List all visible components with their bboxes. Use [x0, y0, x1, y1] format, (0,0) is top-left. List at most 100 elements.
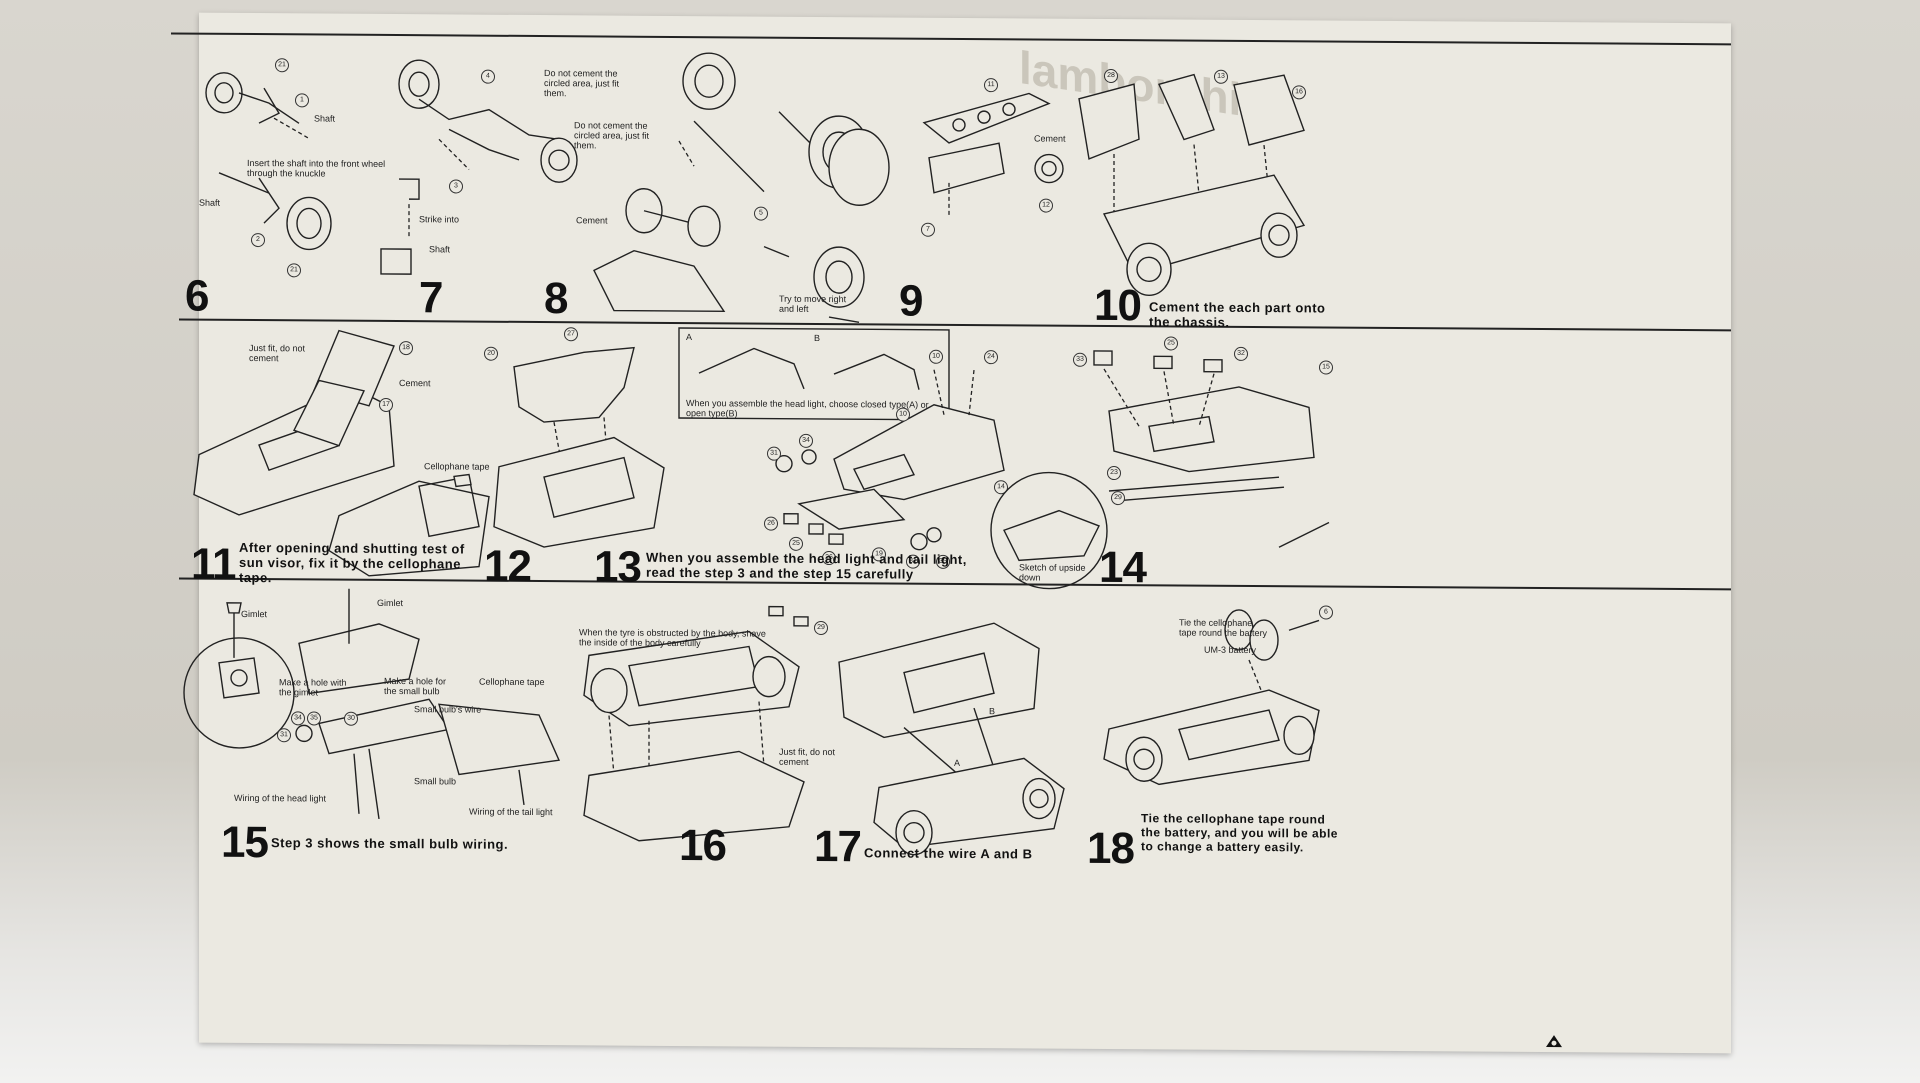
note-try-to-move: Try to move right and left	[779, 293, 847, 314]
step-number: 17	[814, 821, 861, 872]
part-number: 32	[1234, 346, 1248, 361]
part-number: 34	[291, 711, 305, 726]
step-number: 8	[544, 274, 568, 324]
step-6-panel: 21 1 2 21 Shaft Insert the shaft into th…	[179, 38, 389, 321]
note-sketch-upside-down: Sketch of upside down	[1019, 562, 1086, 583]
note-wire-a: A	[954, 757, 961, 768]
note-shaft: Shaft	[314, 113, 336, 124]
step-number: 9	[899, 276, 923, 326]
step-12-panel: 20 27 12	[484, 327, 684, 591]
note-strike-into: Strike into	[419, 214, 460, 225]
step-number: 6	[185, 271, 209, 321]
part-number: 35	[307, 711, 321, 726]
part-number: 7	[921, 222, 935, 237]
note-make-hole-gimlet: Make a hole with the gimlet	[279, 677, 347, 698]
part-number: 20	[484, 346, 498, 361]
part-number: 17	[379, 397, 393, 413]
step-number: 10	[1094, 280, 1141, 331]
step-18-drawing	[1103, 609, 1320, 786]
step-17-drawing	[838, 622, 1065, 856]
step-number: 15	[221, 817, 268, 868]
note-head-light-wiring: Wiring of the head light	[234, 792, 327, 804]
step-10-panel: 28 13 16 10 Cement the each part onto th…	[1074, 44, 1325, 331]
step-number: 11	[191, 539, 236, 589]
part-number: 34	[799, 433, 813, 448]
step-9-panel: Try to move right and left 9	[759, 42, 959, 326]
part-number: 10	[929, 349, 943, 364]
note-shaft: Shaft	[429, 244, 451, 255]
step-number: 14	[1099, 542, 1146, 593]
step-13-panel: A B When you assemble the head light, ch…	[594, 327, 1014, 592]
part-number: 27	[564, 327, 578, 342]
dashboard-drawing	[922, 92, 1064, 218]
step-13-drawing	[678, 327, 1005, 551]
step-8-panel: 5 Do not cement the circled area, just f…	[544, 40, 768, 323]
note-type-b: B	[814, 332, 821, 343]
step-15-panel: Gimlet Gimlet Make a hole with the gimle…	[179, 583, 569, 867]
step-11-drawing	[193, 329, 490, 577]
part-number: 28	[1104, 68, 1118, 84]
step-caption: Connect the wire A and B	[864, 845, 1033, 862]
step-12-drawing	[493, 346, 665, 548]
note-gimlet: Gimlet	[377, 597, 404, 609]
note-cement: Cement	[576, 215, 608, 226]
part-number: 21	[287, 263, 301, 278]
part-number: 1	[295, 93, 309, 108]
note-cellophane-tape: Cellophane tape	[479, 676, 545, 688]
note-battery-type: UM-3 battery	[1204, 644, 1257, 656]
step-caption: Cement the each part onto the chassis.	[1149, 299, 1326, 330]
part-number: 25	[1164, 336, 1178, 351]
step-16-panel: When the tyre is obstructed by the body,…	[569, 585, 835, 870]
step-number: 18	[1087, 823, 1134, 874]
part-number: 31	[767, 446, 781, 461]
step-9-drawing	[763, 111, 890, 323]
part-number: 31	[277, 728, 291, 743]
step-7-drawing	[380, 59, 578, 275]
step-number: 7	[419, 273, 443, 323]
step-7-panel: 4 3 Do not cement the circled area, just…	[380, 39, 629, 323]
part-number: 4	[481, 69, 495, 84]
step-number: 12	[484, 541, 531, 591]
part-number: 25	[789, 536, 803, 551]
note-tyre-obstructed: When the tyre is obstructed by the body,…	[579, 627, 766, 649]
note-small-bulb-wire: Small bulb's wire	[414, 704, 482, 715]
part-number: 18	[399, 341, 413, 356]
step-caption: Tie the cellophane tape round the batter…	[1141, 811, 1338, 855]
step-15-drawing	[183, 588, 561, 820]
step-number: 13	[594, 542, 641, 592]
part-number: 2	[251, 233, 265, 248]
note-cellophane-tape: Cellophane tape	[424, 461, 490, 472]
note-type-a: A	[686, 332, 693, 343]
part-number: 30	[344, 711, 358, 726]
note-shaft: Shaft	[199, 197, 221, 208]
step-10-drawing	[1078, 73, 1306, 296]
part-number: 23	[1107, 465, 1121, 481]
step-caption: Step 3 shows the small bulb wiring.	[271, 835, 509, 852]
step-18-panel: Tie the cellophane tape round the batter…	[1087, 589, 1339, 873]
note-tail-light-wiring: Wiring of the tail light	[469, 806, 553, 818]
part-number: 11	[984, 78, 998, 93]
step-14-drawing	[990, 350, 1330, 590]
part-number: 6	[1319, 605, 1333, 620]
part-number: 13	[1214, 69, 1228, 84]
note-cement: Cement	[1034, 133, 1066, 144]
note-gimlet: Gimlet	[241, 608, 268, 620]
dashboard-panel: 11 7 12 Cement	[909, 43, 1079, 244]
step-14-panel: 33 25 32 15 23 29 Sketch of upside down …	[989, 330, 1339, 592]
part-number: 21	[275, 58, 289, 73]
part-number: 12	[1039, 198, 1053, 213]
step-11-panel: 18 17 Just fit, do not cement Cement Cel…	[179, 325, 509, 589]
part-number: 3	[449, 179, 463, 194]
part-number: 10	[896, 407, 910, 422]
manufacturer-logo-icon	[1544, 1034, 1564, 1048]
part-number: 29	[1111, 491, 1125, 506]
step-17-panel: A B 17 Connect the wire A and B	[814, 587, 1124, 871]
note-tie-tape-round: Tie the cellophane tape round the batter…	[1179, 617, 1268, 639]
instruction-sheet: lamborghini ST 21 1 2 21 Shaft Insert th…	[171, 12, 1731, 1054]
step-6-drawing	[205, 72, 332, 251]
step-8-drawing	[593, 52, 765, 313]
part-number: 33	[1073, 352, 1087, 367]
step-caption: When you assemble the head light and tai…	[646, 549, 967, 582]
part-number: 26	[764, 516, 778, 531]
part-number: 16	[1292, 85, 1306, 100]
